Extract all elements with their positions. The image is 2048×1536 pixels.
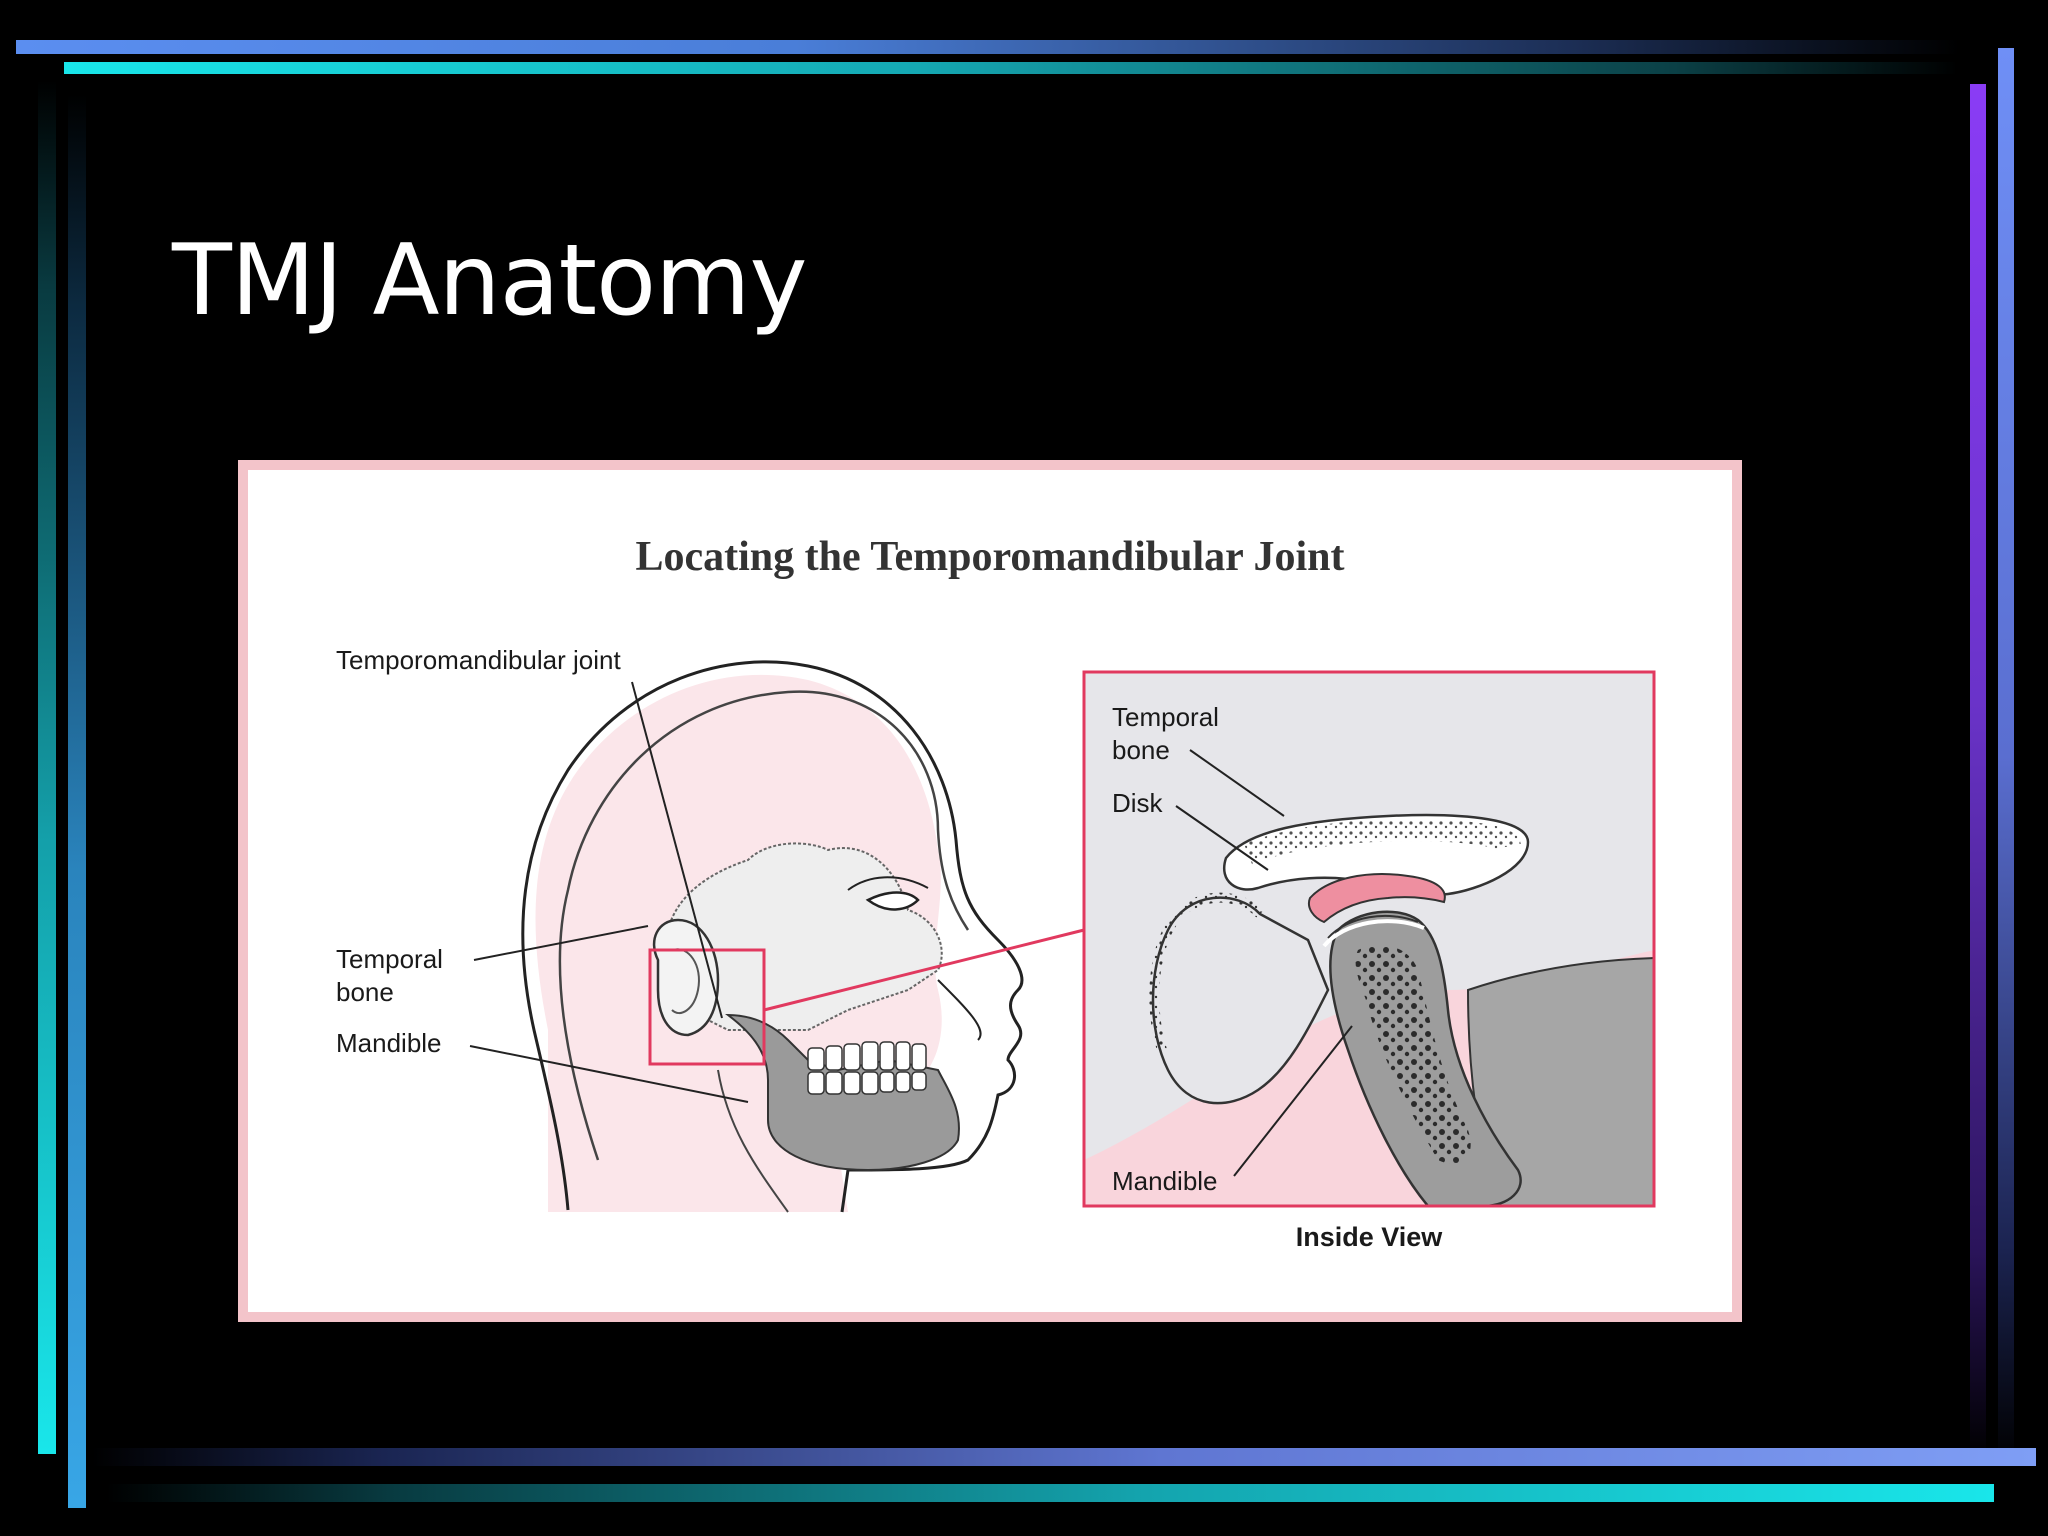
inset-leader-temporal-bone bbox=[1189, 749, 1285, 817]
figure-title: Locating the Temporomandibular Joint bbox=[635, 534, 1344, 580]
tmj-diagram-figure: Locating the Temporomandibular Joint bbox=[238, 460, 1742, 1322]
tmj-highlight-box bbox=[648, 948, 766, 1066]
inset-leader-mandible bbox=[1233, 1025, 1353, 1177]
label-temporal-bone-line2: bone bbox=[336, 977, 394, 1007]
label-temporal-bone-line1: Temporal bbox=[336, 944, 443, 974]
leader-line-mandible bbox=[469, 1045, 749, 1103]
inset-label-temporal-bone-line2: bone bbox=[1112, 735, 1170, 765]
inset-caption: Inside View bbox=[1296, 1222, 1444, 1252]
decorative-bar-top-accent bbox=[64, 62, 1958, 74]
decorative-bar-bottom-accent bbox=[106, 1484, 1994, 1502]
decorative-bar-left-accent bbox=[68, 94, 86, 1508]
zoom-connector-line bbox=[763, 928, 1085, 1012]
decorative-bar-bottom bbox=[92, 1448, 2036, 1466]
head-illustration bbox=[521, 660, 1024, 1213]
leader-line-temporal-bone bbox=[473, 925, 649, 961]
label-mandible: Mandible bbox=[336, 1028, 442, 1058]
slide-title: TMJ Anatomy bbox=[172, 224, 808, 338]
decorative-bar-right bbox=[1998, 48, 2014, 1464]
inset-label-mandible: Mandible bbox=[1112, 1166, 1218, 1196]
inside-view-inset bbox=[1082, 670, 1656, 1208]
decorative-bar-left bbox=[38, 80, 56, 1454]
decorative-bar-right-accent bbox=[1970, 84, 1986, 1458]
inset-label-temporal-bone-line1: Temporal bbox=[1112, 702, 1219, 732]
inset-leader-disk bbox=[1175, 805, 1269, 871]
label-temporomandibular-joint: Temporomandibular joint bbox=[336, 645, 621, 675]
leader-line-tmj bbox=[631, 681, 723, 1019]
inset-label-disk: Disk bbox=[1112, 788, 1164, 818]
decorative-bar-top bbox=[16, 40, 1960, 54]
tmj-diagram: Locating the Temporomandibular Joint bbox=[336, 534, 1656, 1252]
